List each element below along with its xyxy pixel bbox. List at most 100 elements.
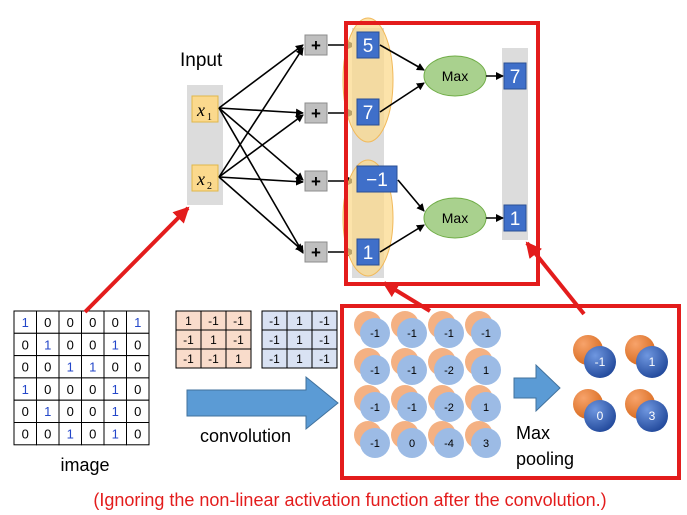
image-cell-value: 0	[134, 427, 141, 442]
image-cell-value: 0	[134, 360, 141, 375]
feature-cell-value: -2	[444, 365, 454, 377]
pooling-highlight-frame	[340, 304, 681, 480]
svg-text:Max: Max	[442, 68, 468, 84]
feature-cell	[360, 428, 390, 458]
pooled-cell-value: 0	[597, 409, 604, 423]
filter1-cell	[225, 348, 252, 369]
filter2-cell-value: 1	[296, 352, 303, 366]
image-cell-value: 0	[22, 427, 29, 442]
feature-cell	[397, 355, 427, 385]
image-cell-value: 1	[89, 360, 96, 375]
image-cell-value: 1	[22, 382, 29, 397]
image-cell-value: 0	[67, 382, 74, 397]
image-cell-value: 0	[134, 382, 141, 397]
image-cell-value: 0	[44, 382, 51, 397]
value-to-max-arrows	[379, 44, 425, 253]
filter1-cell-value: 1	[185, 314, 192, 328]
feature-cell	[397, 392, 427, 422]
svg-text:+: +	[311, 104, 321, 123]
image-cell-value: 1	[22, 315, 29, 330]
image-cell-value: 0	[112, 315, 119, 330]
feature-cell	[360, 318, 390, 348]
feature-cell-value: -1	[407, 365, 417, 377]
image-cell-value: 1	[67, 360, 74, 375]
feature-cell	[471, 355, 501, 385]
svg-text:7: 7	[363, 103, 374, 124]
max-node-bottom: Max	[423, 197, 487, 239]
x2-subscript: 2	[207, 181, 212, 192]
filter2-cell-value: -1	[269, 352, 280, 366]
x1-variable: x	[196, 100, 205, 120]
image-cell-value: 0	[22, 404, 29, 419]
filter1-cell-value: -1	[208, 314, 219, 328]
feature-to-sum-arrow	[382, 281, 432, 313]
max-node-top: Max	[423, 55, 487, 97]
sum-value-4: 1	[356, 238, 380, 266]
filter2-cell	[311, 348, 338, 369]
image-label: image	[60, 455, 109, 475]
filter1-cell-value: 1	[235, 352, 242, 366]
filter2-cell-value: -1	[319, 314, 330, 328]
image-cell-value: 0	[44, 315, 51, 330]
filter2-cell-value: -1	[319, 352, 330, 366]
max-output-1: 7	[503, 62, 527, 90]
max-pooling-label-line2: pooling	[516, 449, 574, 469]
feature-cell	[397, 318, 427, 348]
sum-value-2: 7	[356, 98, 380, 126]
image-cell-value: 0	[22, 337, 29, 352]
pooled-to-output-arrow	[525, 241, 586, 316]
image-cell-value: 0	[112, 360, 119, 375]
filter1-cell-value: -1	[183, 333, 194, 347]
filter1-cell-value: -1	[233, 314, 244, 328]
image-cell-value: 1	[134, 315, 141, 330]
svg-text:7: 7	[510, 67, 521, 88]
input-label: Input	[180, 50, 223, 71]
image-cell-value: 0	[89, 427, 96, 442]
feature-cell-value: 3	[483, 438, 489, 450]
feature-cell-value: 1	[483, 402, 489, 414]
image-cell-value: 1	[112, 382, 119, 397]
image-cell-value: 0	[89, 404, 96, 419]
feature-cell	[434, 318, 464, 348]
image-cell-value: 0	[134, 404, 141, 419]
input-node-x2: x 2	[191, 164, 219, 192]
sum-node-2: +	[304, 102, 328, 124]
feature-cell-value: -1	[407, 402, 417, 414]
svg-text:5: 5	[363, 36, 374, 57]
feature-cell-value: -1	[370, 365, 380, 377]
sum-node-4: +	[304, 241, 328, 263]
filter1-cell-value: -1	[233, 333, 244, 347]
svg-text:+: +	[311, 36, 321, 55]
image-cell-value: 0	[134, 337, 141, 352]
image-cell-value: 0	[44, 360, 51, 375]
pooled-cell-value: -1	[595, 355, 606, 369]
pooled-cell	[636, 346, 668, 378]
svg-text:1: 1	[510, 209, 521, 230]
filter1-cell-value: -1	[183, 352, 194, 366]
convolution-arrow	[186, 375, 339, 431]
feature-cell	[434, 355, 464, 385]
filter2-cell-value: -1	[269, 314, 280, 328]
image-cell-value: 0	[89, 382, 96, 397]
feature-cell	[471, 392, 501, 422]
feature-cell-value: -1	[370, 438, 380, 450]
max-pooling-label-line1: Max	[516, 423, 550, 443]
image-cell-value: 0	[89, 315, 96, 330]
filter2-cell-value: -1	[319, 333, 330, 347]
pooled-cell	[636, 400, 668, 432]
feature-cell-value: -1	[444, 328, 454, 340]
pooled-cell	[584, 400, 616, 432]
sum-value-3: −1	[356, 165, 398, 193]
feature-cell-value: -1	[370, 328, 380, 340]
svg-text:+: +	[311, 243, 321, 262]
image-cell-value: 0	[89, 337, 96, 352]
feature-cell-value: -1	[407, 328, 417, 340]
feature-cell	[471, 428, 501, 458]
max-to-output-arrows	[486, 72, 504, 222]
image-cell-value: 1	[44, 337, 51, 352]
